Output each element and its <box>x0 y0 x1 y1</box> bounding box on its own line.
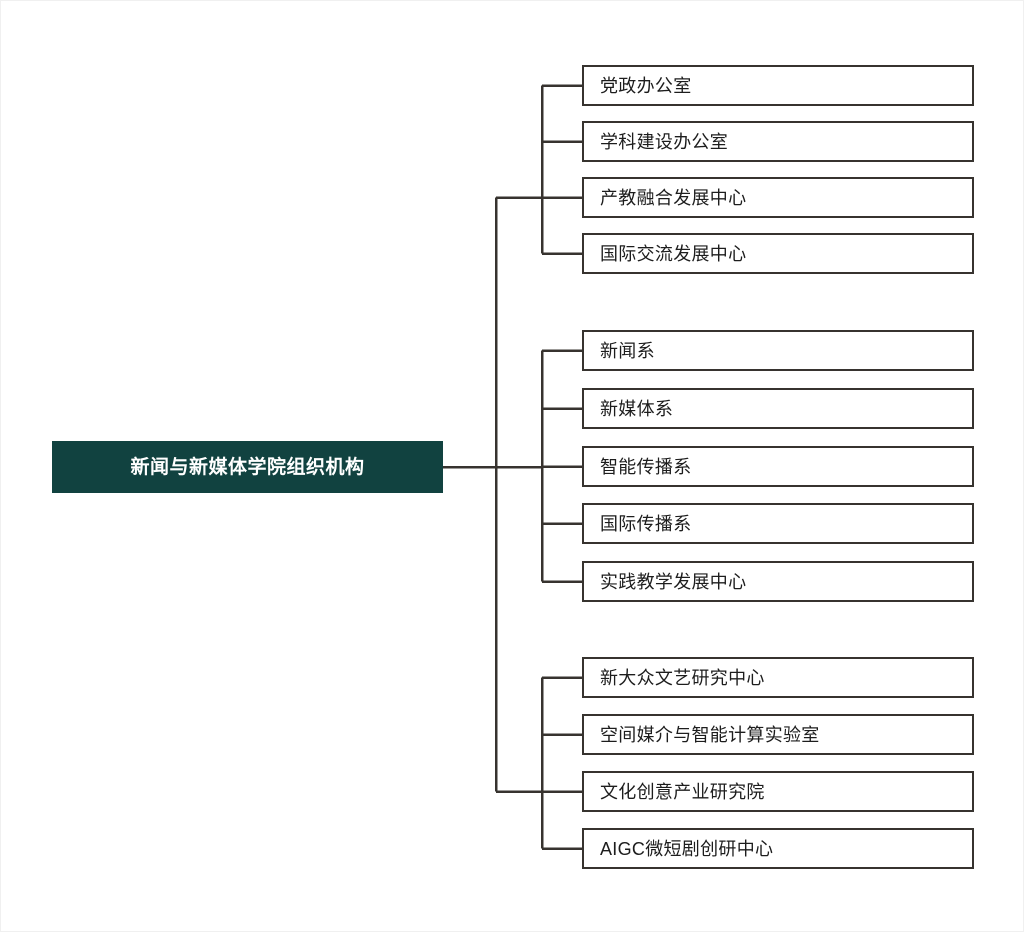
node-label: 产教融合发展中心 <box>600 187 747 208</box>
node-department-5[interactable]: 实践教学发展中心 <box>582 561 974 602</box>
node-label: 新闻系 <box>600 340 655 361</box>
node-label: 国际交流发展中心 <box>600 243 747 264</box>
node-research-4[interactable]: AIGC微短剧创研中心 <box>582 828 974 869</box>
node-label: 文化创意产业研究院 <box>600 781 765 802</box>
node-label: 新大众文艺研究中心 <box>600 667 765 688</box>
node-department-2[interactable]: 新媒体系 <box>582 388 974 429</box>
node-department-1[interactable]: 新闻系 <box>582 330 974 371</box>
node-research-1[interactable]: 新大众文艺研究中心 <box>582 657 974 698</box>
root-node[interactable]: 新闻与新媒体学院组织机构 <box>52 441 443 493</box>
node-administrative-3[interactable]: 产教融合发展中心 <box>582 177 974 218</box>
node-label: 智能传播系 <box>600 456 692 477</box>
node-administrative-2[interactable]: 学科建设办公室 <box>582 121 974 162</box>
node-label: 实践教学发展中心 <box>600 571 747 592</box>
node-research-3[interactable]: 文化创意产业研究院 <box>582 771 974 812</box>
node-label: AIGC微短剧创研中心 <box>600 838 774 859</box>
node-label: 空间媒介与智能计算实验室 <box>600 724 820 745</box>
node-label: 学科建设办公室 <box>600 131 729 152</box>
root-node-label: 新闻与新媒体学院组织机构 <box>130 456 365 478</box>
node-department-4[interactable]: 国际传播系 <box>582 503 974 544</box>
node-administrative-1[interactable]: 党政办公室 <box>582 65 974 106</box>
node-label: 国际传播系 <box>600 513 692 534</box>
node-label: 新媒体系 <box>600 398 674 419</box>
node-research-2[interactable]: 空间媒介与智能计算实验室 <box>582 714 974 755</box>
node-label: 党政办公室 <box>600 75 692 96</box>
node-department-3[interactable]: 智能传播系 <box>582 446 974 487</box>
node-administrative-4[interactable]: 国际交流发展中心 <box>582 233 974 274</box>
